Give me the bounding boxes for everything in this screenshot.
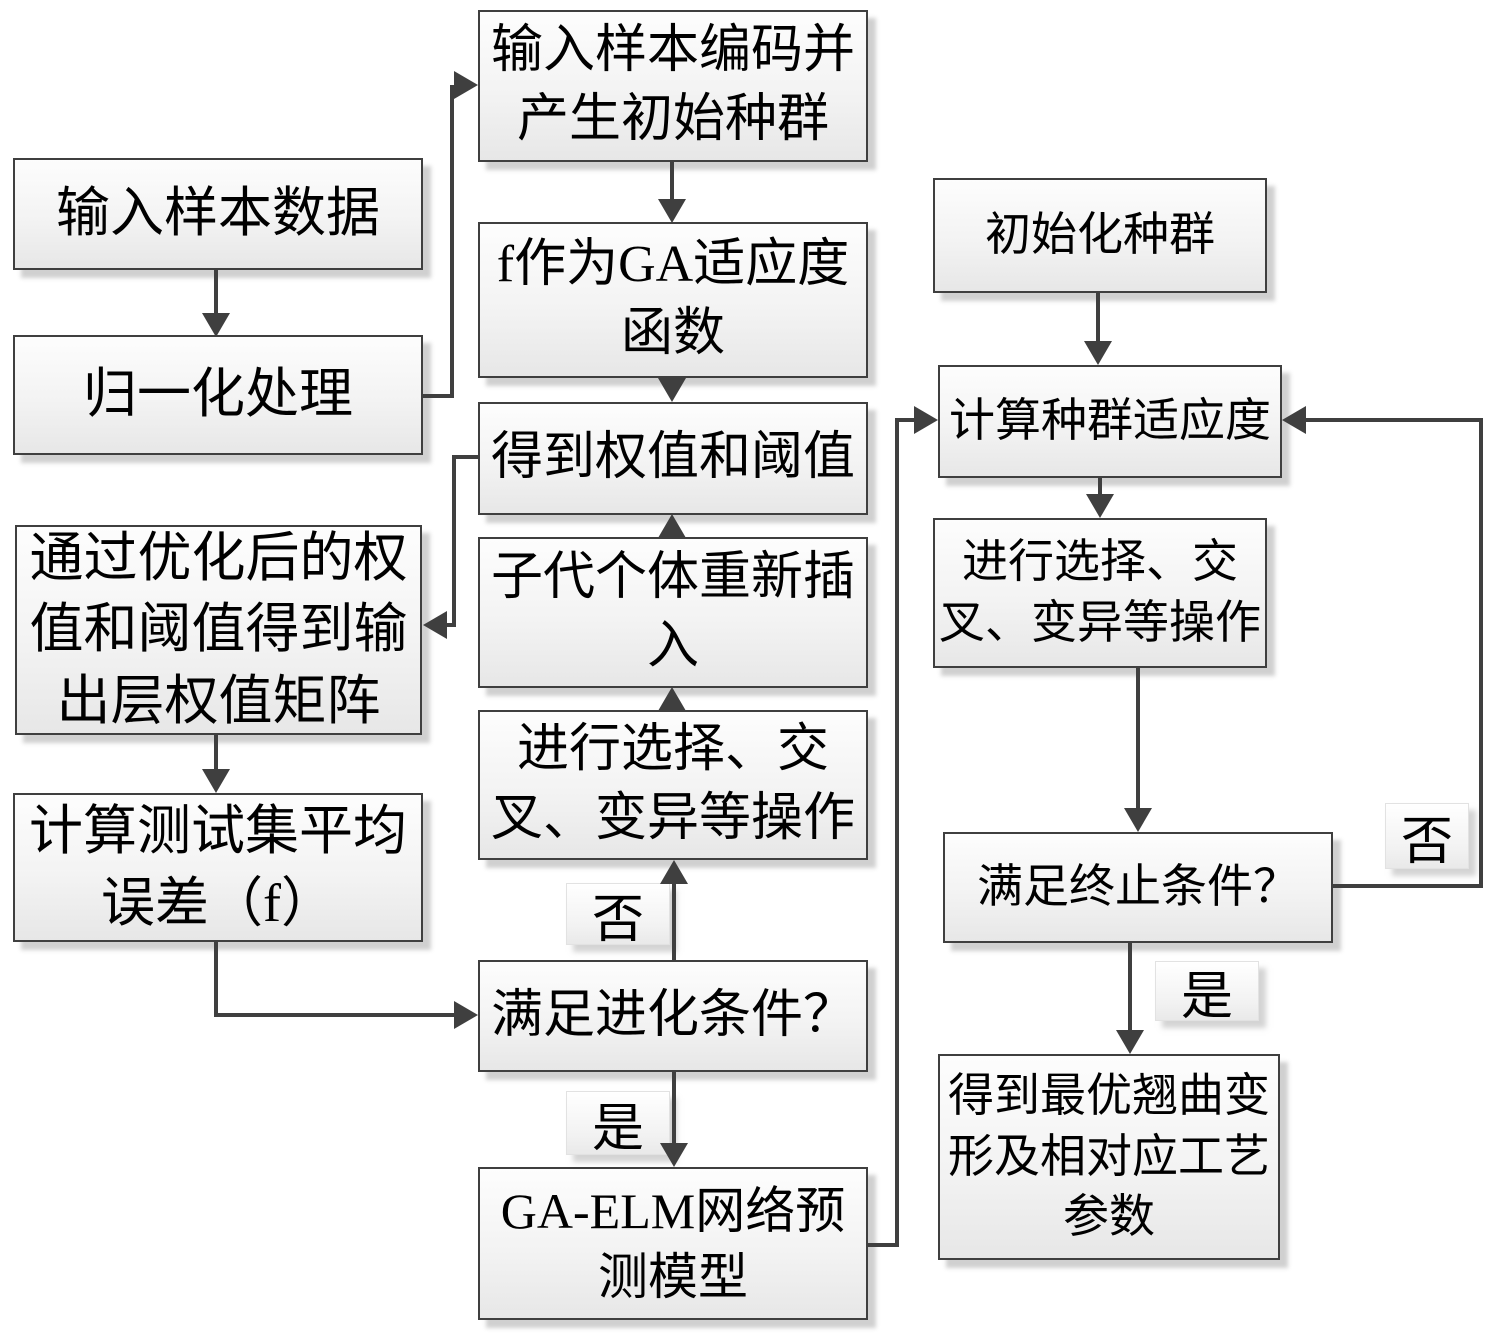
flow-box-label: 初始化种群 xyxy=(985,209,1215,261)
flow-box-label: 满足进化条件？ xyxy=(490,986,855,1044)
flow-box-label: 输入样本编码并产生初始种群 xyxy=(490,22,855,148)
arrowhead-down-icon xyxy=(658,378,686,402)
connector-line xyxy=(1098,478,1102,498)
flow-box-normalization: 归一化处理 xyxy=(13,335,423,455)
flow-box-test-set-error: 计算测试集平均误差（f） xyxy=(13,793,423,942)
flow-box-label: 进行选择、交叉、变异等操作 xyxy=(490,721,855,847)
connector-line xyxy=(452,455,478,459)
arrowhead-left-icon xyxy=(1282,406,1306,434)
connector-line xyxy=(445,623,456,627)
connector-line xyxy=(423,394,454,398)
flow-box-label: 进行选择、交叉、变异等操作 xyxy=(939,536,1261,648)
connector-line xyxy=(452,455,456,627)
connector-line xyxy=(214,942,218,1017)
flow-box-label: 计算种群适应度 xyxy=(949,395,1271,447)
arrowhead-down-icon xyxy=(202,313,230,337)
arrowhead-down-icon xyxy=(1086,494,1114,518)
flow-box-label: 得到最优翘曲变形及相对应工艺参数 xyxy=(948,1069,1270,1243)
flow-box-offspring-reinsert: 子代个体重新插入 xyxy=(478,537,868,688)
flow-box-label: 满足终止条件？ xyxy=(977,861,1299,913)
label-yes-right: 是 xyxy=(1155,961,1259,1026)
connector-line xyxy=(214,735,218,773)
label-text: 是 xyxy=(1180,968,1233,1026)
arrowhead-up-icon xyxy=(658,687,686,711)
arrowhead-right-icon xyxy=(454,1001,478,1029)
label-yes-mid: 是 xyxy=(566,1091,670,1158)
arrowhead-up-icon xyxy=(660,860,688,884)
flow-box-label: 输入样本数据 xyxy=(56,183,380,244)
connector-line xyxy=(1128,943,1132,1032)
connector-line xyxy=(1096,293,1100,345)
arrowhead-left-icon xyxy=(423,611,447,639)
flow-box-label: 子代个体重新插入 xyxy=(490,548,855,675)
flow-box-label: 通过优化后的权值和阈值得到输出层权值矩阵 xyxy=(29,528,408,731)
arrowhead-down-icon xyxy=(1084,341,1112,365)
connector-line xyxy=(672,1072,676,1145)
flow-box-f-as-ga-fitness: f作为GA适应度函数 xyxy=(478,222,868,378)
flow-box-init-population: 初始化种群 xyxy=(933,178,1267,293)
connector-line xyxy=(1306,418,1483,422)
label-no-mid: 否 xyxy=(566,883,670,949)
label-text: 否 xyxy=(591,891,644,949)
flow-box-label: 得到权值和阈值 xyxy=(490,429,855,487)
flow-box-get-weights-thresholds: 得到权值和阈值 xyxy=(478,402,868,515)
flow-box-termination-condition: 满足终止条件？ xyxy=(943,832,1333,943)
arrowhead-down-icon xyxy=(1116,1030,1144,1054)
flow-box-label: f作为GA适应度函数 xyxy=(496,236,850,362)
connector-line xyxy=(895,418,899,1247)
arrowhead-down-icon xyxy=(202,769,230,793)
connector-line xyxy=(214,1013,454,1017)
flow-box-optimal-result: 得到最优翘曲变形及相对应工艺参数 xyxy=(938,1054,1280,1260)
connector-line xyxy=(672,882,676,960)
connector-line xyxy=(1136,667,1140,812)
flow-box-evolution-condition: 满足进化条件？ xyxy=(478,960,868,1072)
arrowhead-down-icon xyxy=(660,1143,688,1167)
arrowhead-right-icon xyxy=(454,71,478,99)
flow-box-input-sample-data: 输入样本数据 xyxy=(13,158,423,270)
flow-box-population-fitness: 计算种群适应度 xyxy=(938,365,1282,478)
arrowhead-right-icon xyxy=(914,406,938,434)
arrowhead-down-icon xyxy=(1124,808,1152,832)
label-text: 是 xyxy=(591,1100,644,1158)
flow-box-label: 归一化处理 xyxy=(83,364,353,425)
arrowhead-down-icon xyxy=(658,199,686,223)
arrowhead-up-icon xyxy=(658,514,686,538)
flow-box-output-weight-matrix: 通过优化后的权值和阈值得到输出层权值矩阵 xyxy=(15,525,422,735)
flow-box-encode-init-population: 输入样本编码并产生初始种群 xyxy=(478,10,868,162)
flow-box-label: GA-ELM网络预测模型 xyxy=(500,1182,846,1305)
label-text: 否 xyxy=(1400,813,1453,871)
connector-line xyxy=(1479,418,1483,888)
flow-box-ga-operations-mid: 进行选择、交叉、变异等操作 xyxy=(478,710,868,860)
connector-line xyxy=(214,270,218,315)
flow-box-ga-elm-model: GA-ELM网络预测模型 xyxy=(478,1167,868,1320)
flow-box-ga-operations-right: 进行选择、交叉、变异等操作 xyxy=(933,518,1267,668)
flow-box-label: 计算测试集平均误差（f） xyxy=(29,801,407,933)
connector-line xyxy=(868,1243,899,1247)
connector-line xyxy=(450,85,454,398)
label-no-right: 否 xyxy=(1385,803,1469,871)
connector-line xyxy=(1333,884,1483,888)
connector-line xyxy=(895,418,916,422)
connector-line xyxy=(670,162,674,202)
